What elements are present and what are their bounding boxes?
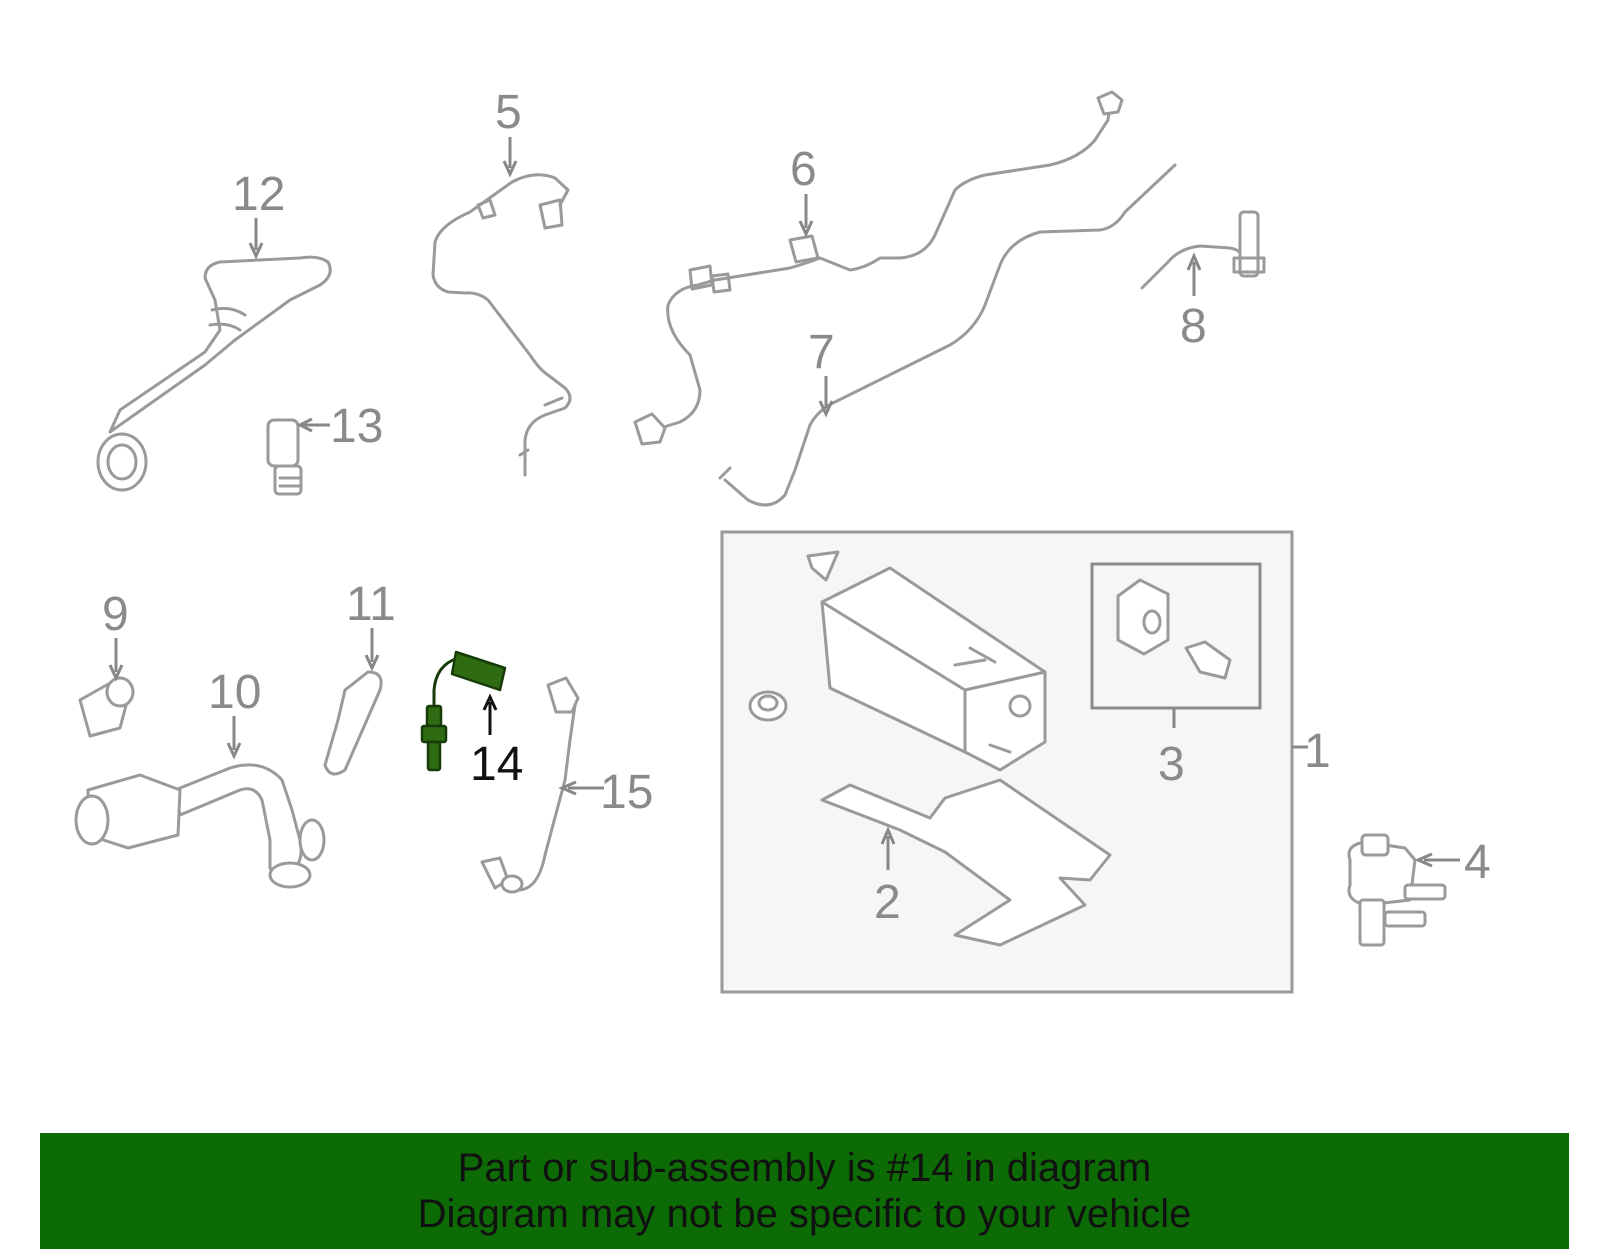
- label-1: 1: [1304, 725, 1331, 778]
- grommet[interactable]: [748, 690, 788, 722]
- label-3: 3: [1158, 738, 1185, 791]
- arrow-12: [248, 218, 264, 260]
- arrow-11: [364, 628, 380, 672]
- part-15-sensor-cable[interactable]: [480, 676, 580, 894]
- arrow-6: [798, 194, 814, 238]
- part-12-intake-tube[interactable]: [96, 255, 332, 492]
- part-6-vapor-line[interactable]: [633, 90, 1124, 446]
- canister[interactable]: [806, 550, 1047, 772]
- part-11-tube[interactable]: [323, 670, 383, 776]
- banner-line-part: Part or sub-assembly is #14 in diagram: [457, 1146, 1152, 1190]
- label-8: 8: [1180, 300, 1207, 353]
- label-10: 10: [208, 666, 261, 719]
- arrow-15: [558, 780, 604, 796]
- label-2: 2: [874, 876, 901, 929]
- label-15: 15: [600, 766, 653, 819]
- label-9: 9: [102, 588, 129, 641]
- arrow-7: [818, 376, 834, 418]
- part-2-bracket[interactable]: [820, 778, 1112, 947]
- label-7: 7: [808, 326, 835, 379]
- arrow-8: [1186, 252, 1202, 296]
- part-14-oxygen-sensor[interactable]: [420, 650, 507, 772]
- part-7-vapor-tube[interactable]: [718, 163, 1177, 507]
- banner-line-disclaimer: Diagram may not be specific to your vehi…: [417, 1192, 1192, 1236]
- arrow-4: [1414, 852, 1460, 868]
- label-5: 5: [495, 86, 522, 139]
- arrow-13: [296, 417, 330, 433]
- part-5-vapor-hose[interactable]: [431, 173, 572, 477]
- part-13-valve[interactable]: [266, 418, 303, 496]
- label-14: 14: [470, 738, 523, 791]
- part-10-hose[interactable]: [74, 763, 326, 889]
- part-3-valve[interactable]: [1116, 578, 1232, 680]
- part-9-plug[interactable]: [78, 676, 135, 738]
- label-4: 4: [1464, 836, 1491, 889]
- arrow-14: [482, 693, 498, 735]
- arrow-9: [108, 638, 124, 682]
- label-11: 11: [346, 578, 396, 631]
- part-8-connector-hose[interactable]: [1140, 210, 1266, 290]
- info-banner: Part or sub-assembly is #14 in diagram D…: [40, 1133, 1569, 1249]
- label-12: 12: [232, 168, 285, 221]
- arrow-5: [502, 137, 518, 178]
- arrow-2: [880, 826, 896, 870]
- arrow-10: [226, 716, 242, 760]
- label-6: 6: [790, 143, 817, 196]
- label-13: 13: [330, 400, 383, 453]
- part-4-purge-valve[interactable]: [1347, 833, 1447, 947]
